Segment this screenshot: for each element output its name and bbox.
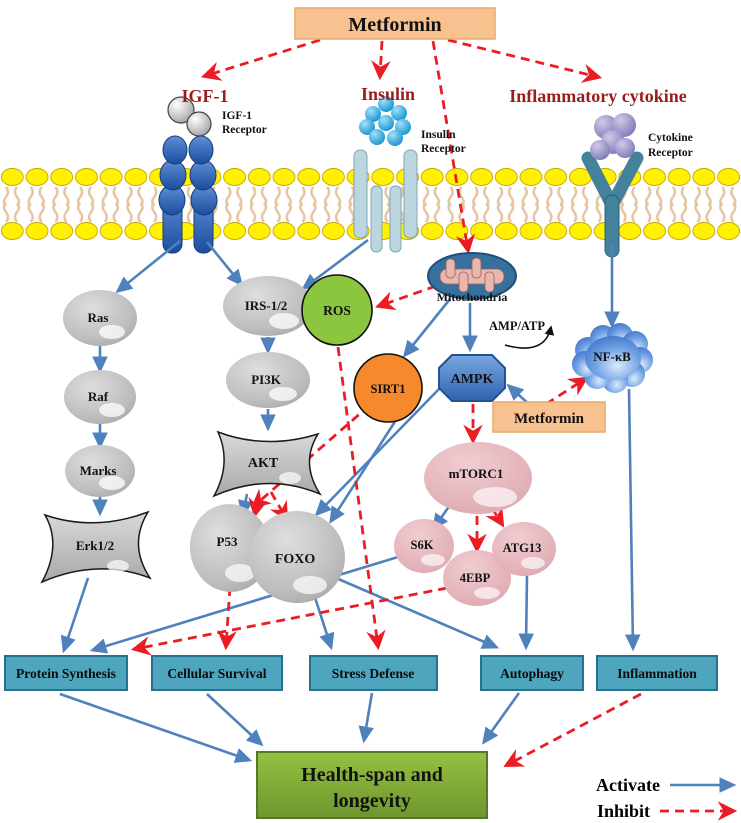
- outcome-autophagy: Autophagy: [480, 655, 584, 691]
- activate-arrows: [59, 238, 641, 763]
- legend: Activate Inhibit: [596, 775, 738, 821]
- svg-text:Stress Defense: Stress Defense: [332, 666, 415, 681]
- svg-text:S6K: S6K: [411, 538, 434, 552]
- node-erk12: Erk1/2: [40, 510, 152, 584]
- svg-text:Ras: Ras: [88, 310, 109, 325]
- node-nfkb: NF-κB: [572, 323, 653, 393]
- cytokine-ligand-cluster: [590, 113, 636, 160]
- svg-text:Inflammation: Inflammation: [617, 666, 697, 681]
- igf1-ligand-sphere: [186, 111, 212, 137]
- svg-text:ROS: ROS: [323, 303, 351, 318]
- igf1-receptor-label-1: IGF-1: [222, 110, 252, 122]
- node-mtorc1: mTORC1: [424, 442, 532, 514]
- amp-atp-curved-arrow: [504, 325, 555, 349]
- svg-text:AKT: AKT: [248, 456, 279, 471]
- node-atg13: ATG13: [492, 522, 556, 576]
- svg-text:mTORC1: mTORC1: [449, 466, 504, 481]
- svg-text:Cellular Survival: Cellular Survival: [167, 666, 266, 681]
- insulin-receptor-label-1: Insulin: [421, 129, 456, 141]
- metformin-top-label: Metformin: [348, 14, 441, 36]
- metformin-top-box: Metformin: [294, 7, 496, 40]
- node-pi3k: PI3K: [226, 352, 310, 408]
- cytokine-receptor-label-2: Receptor: [648, 147, 693, 159]
- node-ampk: AMPK: [438, 354, 506, 402]
- mitochondria: Mitochondria: [427, 252, 517, 304]
- igf1-receptor-label-2: Receptor: [222, 124, 267, 136]
- node-s6k: S6K: [394, 519, 454, 573]
- svg-text:Raf: Raf: [88, 389, 109, 404]
- cytokine-receptor: [581, 113, 644, 258]
- legend-inhibit-label: Inhibit: [597, 801, 650, 821]
- outcome-protein-synthesis: Protein Synthesis: [4, 655, 128, 691]
- svg-text:AMPK: AMPK: [451, 372, 494, 387]
- metformin-second-label: Metformin: [514, 411, 585, 427]
- healthspan-line1: Health-span and: [301, 764, 443, 786]
- node-raf: Raf: [64, 370, 136, 424]
- svg-text:Protein Synthesis: Protein Synthesis: [16, 666, 116, 681]
- svg-text:FOXO: FOXO: [275, 552, 316, 567]
- outcome-inflammation: Inflammation: [596, 655, 718, 691]
- outcome-stress-defense: Stress Defense: [309, 655, 438, 691]
- insulin-label: Insulin: [361, 84, 415, 104]
- svg-text:P53: P53: [217, 534, 238, 549]
- mitochondria-label: Mitochondria: [437, 290, 508, 304]
- node-marks: Marks: [65, 445, 135, 497]
- insulin-ligand-cluster: [359, 96, 411, 146]
- svg-text:NF-κB: NF-κB: [593, 349, 631, 364]
- node-akt: AKT: [212, 430, 322, 498]
- svg-text:SIRT1: SIRT1: [371, 382, 406, 396]
- svg-text:Marks: Marks: [80, 463, 117, 478]
- svg-text:PI3K: PI3K: [251, 372, 282, 387]
- outcome-cellular-survival: Cellular Survival: [151, 655, 283, 691]
- svg-text:Erk1/2: Erk1/2: [76, 538, 114, 553]
- node-ros: ROS: [301, 274, 373, 346]
- node-ras: Ras: [63, 290, 137, 346]
- node-p53: P53: [189, 504, 271, 592]
- healthspan-line2: longevity: [333, 790, 411, 812]
- amp-atp-label: AMP/ATP: [489, 319, 545, 333]
- igf1-label: IGF-1: [182, 86, 229, 106]
- inflammatory-cytokine-label: Inflammatory cytokine: [509, 86, 686, 106]
- igf1-receptor: [158, 96, 218, 254]
- inhibit-arrows: [130, 38, 642, 767]
- igf1-ligand-sphere: [167, 96, 195, 124]
- legend-activate-label: Activate: [596, 775, 660, 795]
- svg-text:IRS-1/2: IRS-1/2: [245, 298, 288, 313]
- node-foxo: FOXO: [249, 510, 345, 604]
- svg-text:Autophagy: Autophagy: [500, 666, 564, 681]
- healthspan-box: Health-span and longevity: [256, 751, 488, 819]
- metformin-second-box: Metformin: [492, 401, 606, 433]
- svg-text:4EBP: 4EBP: [460, 571, 491, 585]
- node-sirt1: SIRT1: [353, 353, 423, 423]
- node-irs12: IRS-1/2: [223, 276, 313, 336]
- insulin-receptor-label-2: Receptor: [421, 143, 466, 155]
- svg-text:ATG13: ATG13: [503, 541, 542, 555]
- insulin-receptor: [353, 96, 418, 253]
- cytokine-receptor-label-1: Cytokine: [648, 132, 693, 144]
- node-4ebp: 4EBP: [443, 550, 511, 606]
